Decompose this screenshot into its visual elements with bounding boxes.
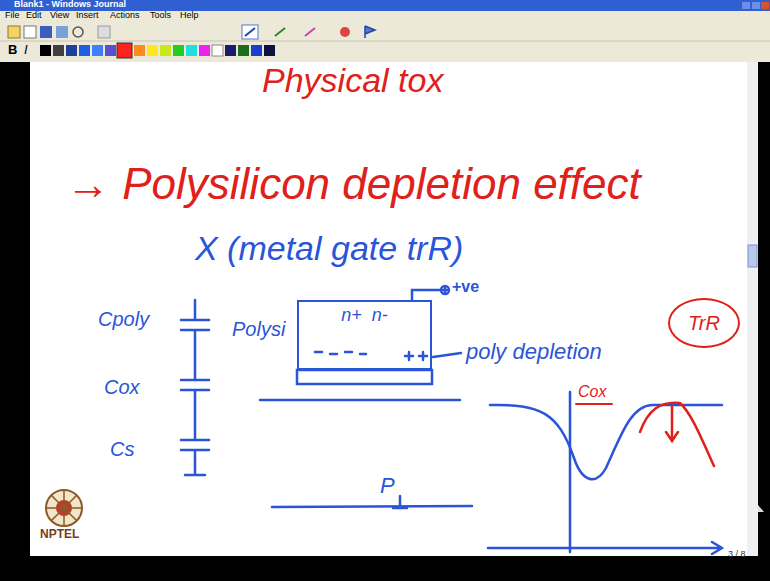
note-text: X (metal gate trR) [195,230,463,267]
capacitor-stack [181,300,209,475]
menu-item: Help [180,11,199,21]
circled-note: TrR [668,298,740,348]
italic-button: I [24,43,28,57]
title-bar [0,0,770,11]
logo-text: NPTEL [40,528,79,541]
cv-graph [488,392,722,554]
toolbar-icons [8,25,375,39]
capacitor-label: Cox [104,376,140,398]
color-swatches [40,43,275,58]
capacitor-label: Cs [110,438,134,460]
toolbar [0,22,770,62]
menu-item: View [50,11,69,21]
terminal-label: +ve [452,278,479,296]
poly-gate: n+ n- [297,300,432,370]
substrate-label: P [380,474,395,498]
menu-bar [0,11,770,22]
journal-page [30,62,758,556]
graph-label: Cox [578,383,606,401]
menu-item: Insert [76,11,99,21]
menu-item: Edit [26,11,42,21]
heading-note: Physical tox [262,62,443,99]
bold-button: B [8,43,17,57]
menu-item: File [5,11,20,21]
topic-heading: → Polysilicon depletion effect [66,160,641,208]
menu-item: Tools [150,11,171,21]
window-title: Blank1 - Windows Journal [14,0,126,10]
capacitor-label: Cpoly [98,308,149,330]
menu-item: Actions [110,11,140,21]
nptel-logo [46,490,82,526]
page-number: 3 / 8 [728,550,746,560]
scrollbar [747,62,758,556]
node-text: TrR [688,312,720,334]
node-text: n- [372,306,388,326]
mos-structure [260,286,472,508]
material-label: Polysi [232,318,285,340]
region-label: poly depletion [466,340,602,364]
node-text: n+ [341,306,362,326]
